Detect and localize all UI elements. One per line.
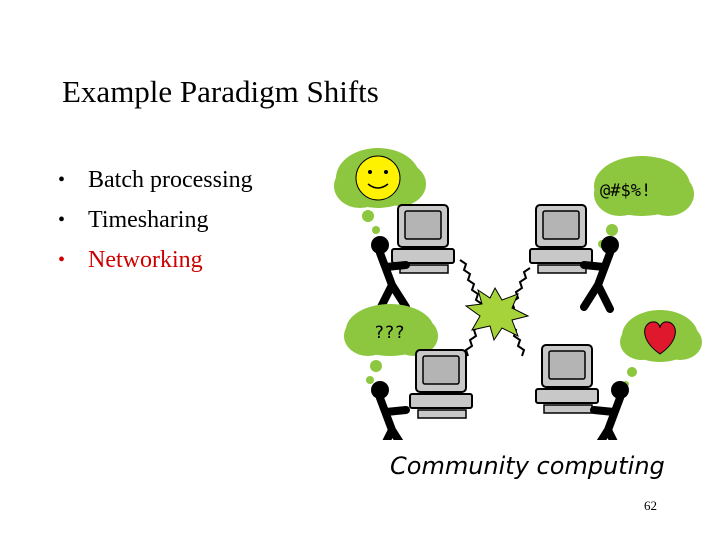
- heart-icon: [644, 321, 676, 355]
- bullet-dot: •: [58, 169, 66, 191]
- bullet-text: Networking: [88, 247, 203, 273]
- computer-icon: [535, 344, 599, 414]
- bullet-text: Batch processing: [88, 167, 253, 193]
- bullet-dot: •: [58, 249, 66, 271]
- bubble-question-text: ???: [374, 323, 405, 343]
- person-icon: [371, 381, 406, 440]
- thought-cloud-symbols: @#$%!: [594, 156, 694, 248]
- community-computing-illustration: @#$%! ???: [334, 148, 702, 440]
- bullet-item-timesharing: • Timesharing: [58, 200, 253, 240]
- person-icon: [584, 236, 619, 309]
- person-icon: [594, 381, 629, 440]
- spark-icon: [464, 286, 530, 342]
- computer-icon: [409, 349, 473, 419]
- bubble-symbols-text: @#$%!: [600, 181, 651, 201]
- bullet-text: Timesharing: [88, 207, 209, 233]
- bullet-list: • Batch processing • Timesharing • Netwo…: [58, 160, 253, 280]
- thought-cloud-question: ???: [344, 304, 438, 384]
- bullet-dot: •: [58, 209, 66, 231]
- thought-cloud-smiley: [334, 148, 426, 234]
- smiley-icon: [355, 155, 401, 201]
- thought-cloud-heart: [620, 310, 702, 387]
- page-number: 62: [644, 498, 657, 513]
- slide-title: Example Paradigm Shifts: [62, 74, 379, 109]
- illustration-caption: Community computing: [390, 452, 665, 480]
- bullet-item-batch: • Batch processing: [58, 160, 253, 200]
- bullet-item-networking: • Networking: [58, 240, 253, 280]
